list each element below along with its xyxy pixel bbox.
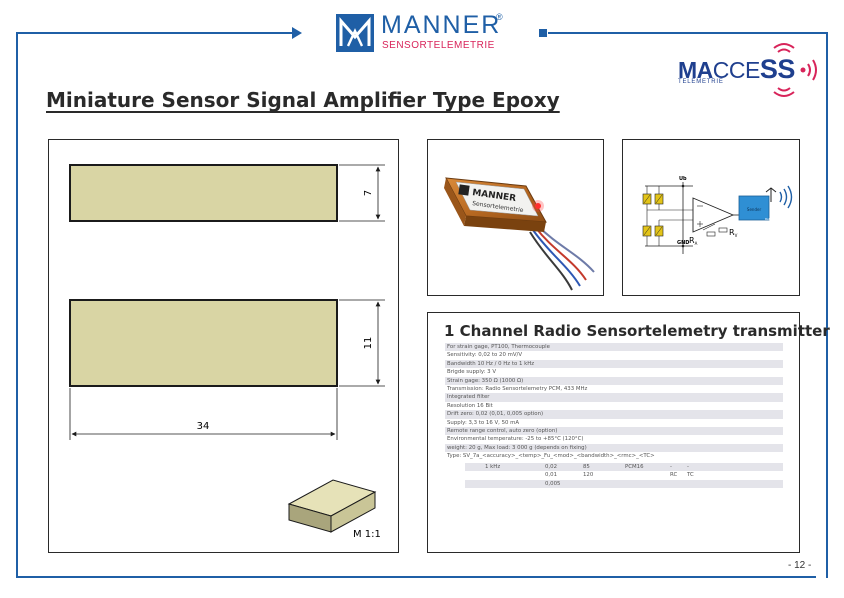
maccess-subtitle: TELEMETRIE xyxy=(678,79,724,85)
top-view-body xyxy=(69,164,338,222)
supply-label: Ub xyxy=(679,176,687,182)
side-view-body xyxy=(69,299,338,387)
frame-right-line xyxy=(826,32,828,578)
specifications-title: 1 Channel Radio Sensortelemetry transmit… xyxy=(444,322,830,340)
spec-row: weight: 20 g, Max load: 3 000 g (depends… xyxy=(445,443,783,453)
ground-label: GND xyxy=(677,240,689,246)
type-table-cell: 1 kHz xyxy=(485,464,501,470)
page-number: - 12 - xyxy=(788,560,812,571)
type-table-row: 1 kHz 0,02 85 PCM16 - - xyxy=(465,463,783,472)
frame-top-right-line xyxy=(548,32,828,34)
maccess-cce: CCE xyxy=(712,57,761,83)
frame-arrow-icon xyxy=(292,27,302,39)
circuit-schematic-panel: Ub RA RV xyxy=(622,139,800,296)
side-height-dimension-label: 11 xyxy=(363,337,374,350)
manner-logo-mark xyxy=(336,14,374,52)
frame-left-line xyxy=(16,32,18,578)
circuit-schematic: Ub RA RV xyxy=(642,176,793,254)
length-dimension-label: 34 xyxy=(197,421,210,432)
manner-logo: MANNER ® SENSORTELEMETRIE xyxy=(336,11,536,54)
page-title: Miniature Sensor Signal Amplifier Type E… xyxy=(46,88,560,112)
amplifier-label xyxy=(455,181,539,217)
product-photo: MANNER Sensortelemetrie xyxy=(444,177,595,291)
maccess-wordmark: MACCESS xyxy=(678,54,795,85)
type-table-row: 0,005 xyxy=(465,479,783,489)
isometric-view xyxy=(287,479,377,533)
ref-label: Ref xyxy=(765,217,771,221)
specifications-panel: 1 Channel Radio Sensortelemetry transmit… xyxy=(427,312,830,553)
spec-row: Drift zero: 0,02 (0,01, 0,005 option) xyxy=(445,410,783,419)
rv-label: RV xyxy=(729,228,738,238)
spec-row: Type: SV_7a_<accuracy>_<temp>_Fu_<mod>_<… xyxy=(447,453,655,460)
antenna-icon xyxy=(765,187,777,202)
manner-registered-mark: ® xyxy=(496,12,503,22)
type-table-cell: PCM16 xyxy=(625,464,644,470)
manner-brand-subtitle: SENSORTELEMETRIE xyxy=(382,40,495,51)
manner-brand-name: MANNER xyxy=(381,11,502,39)
radio-waves-icon xyxy=(773,43,817,97)
spec-row: Bandwidth 10 Hz / 0 Hz to 1 kHz xyxy=(445,359,783,369)
frame-bottom-line xyxy=(16,576,816,578)
status-led xyxy=(535,203,541,209)
type-table-cell: 0,005 xyxy=(545,480,561,487)
dimension-drawing-panel: 7 11 34 M 1:1 xyxy=(48,139,399,553)
spec-row: Sensitivity: 0,02 to 20 mV/V xyxy=(447,352,523,359)
dimension-drawing: 7 11 34 M 1:1 xyxy=(69,164,385,540)
spec-row: Transmission: Radio Sensortelemetry PCM,… xyxy=(447,385,588,392)
type-table-row: 0,01 120 RC TC xyxy=(465,471,783,479)
type-table-cell: 85 xyxy=(583,464,590,470)
spec-row: Supply: 3,3 to 16 V, 50 mA xyxy=(447,419,520,426)
type-table-cell: - xyxy=(687,464,689,470)
maccess-ss: SS xyxy=(759,54,796,84)
spec-row: Strain gage: 350 Ω (1000 Ω) xyxy=(445,376,783,385)
top-height-dimension-label: 7 xyxy=(363,190,374,196)
spec-row: Remote range control, auto zero (option) xyxy=(445,426,783,436)
type-code-table: 1 kHz 0,02 85 PCM16 - - 0,01 120 RC TC 0,005 xyxy=(465,463,783,489)
spec-row: Brigde supply: 3 V xyxy=(447,369,497,376)
maccess-ma: MA xyxy=(678,57,713,83)
frame-square-marker xyxy=(539,29,547,37)
product-photo-panel: MANNER Sensortelemetrie xyxy=(427,139,604,296)
scale-label: M 1:1 xyxy=(353,529,381,540)
type-table-cell: - xyxy=(670,464,672,470)
type-table-cell: TC xyxy=(687,472,694,479)
frame-top-left-line xyxy=(16,32,298,34)
ra-label: RA xyxy=(689,236,698,246)
manner-mark-icon xyxy=(339,17,371,47)
spec-row: Resolution 16 Bit xyxy=(447,402,493,409)
type-table-cell: RC xyxy=(670,472,678,479)
spec-row: For strain gage, PT100, Thermocouple xyxy=(445,343,783,352)
type-table-cell: 0,02 xyxy=(545,464,558,470)
transmitter-block xyxy=(738,195,770,221)
amplifier-symbol xyxy=(692,197,735,233)
type-table-cell: 0,01 xyxy=(545,472,558,479)
spec-row: Environmental temperature: -25 to +85°C … xyxy=(447,436,584,443)
maccess-logo: MACCESS TELEMETRIE xyxy=(666,40,826,100)
radio-waves-icon xyxy=(779,185,793,209)
type-table-cell: 120 xyxy=(583,472,594,479)
transmitter-block-label: Sender xyxy=(747,207,762,212)
spec-row: Integrated filter xyxy=(445,393,783,402)
